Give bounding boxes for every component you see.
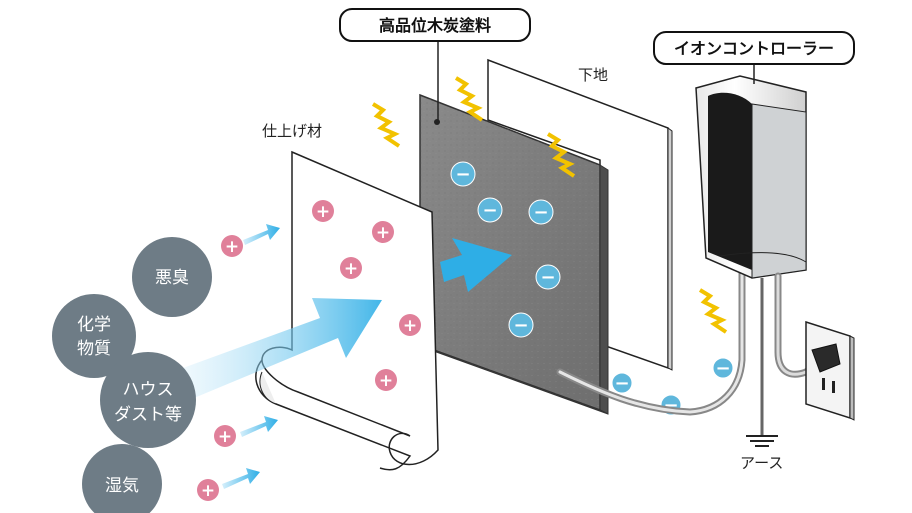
airflow-arrow (150, 238, 512, 408)
ion-controller (695, 75, 807, 279)
odor-label: 悪臭 (155, 268, 189, 288)
ion-cable (556, 268, 746, 416)
pollutant-dust: ハウス ダスト等 (100, 352, 196, 448)
spark-icon (698, 288, 728, 334)
static-sparks (371, 76, 728, 334)
earth-label: アース (740, 454, 783, 472)
pollutant-odor: 悪臭 (132, 237, 212, 317)
dust-label-2: ダスト等 (114, 405, 182, 425)
minus-sign: − (715, 358, 730, 379)
chemical-label-1: 化学 (77, 315, 111, 335)
earth-wire (746, 278, 778, 447)
plus-sign: + (344, 259, 358, 279)
substrate-label: 下地 (578, 66, 608, 84)
spark-icon (454, 76, 484, 122)
minus-sign: − (533, 202, 548, 223)
minus-sign: − (455, 164, 470, 185)
negative-ion (508, 312, 534, 338)
minus-sign: − (540, 267, 555, 288)
chemical-label-2: 物質 (77, 339, 111, 359)
plus-sign: + (316, 202, 330, 222)
pollutant-humidity: 湿気 (82, 444, 162, 513)
coating-label-box: 高品位木炭塗料 (339, 8, 531, 120)
positive-ion (372, 221, 394, 243)
controller-label: イオンコントローラー (674, 39, 834, 58)
plus-sign: + (376, 223, 390, 243)
negative-ion (712, 357, 734, 379)
negative-ion (535, 264, 561, 290)
positive-ions: + + + + + + + + (197, 200, 421, 501)
plus-sign: + (225, 237, 239, 257)
positive-ion (312, 200, 334, 222)
wall-outlet (805, 320, 855, 421)
finish-label: 仕上げ材 (262, 122, 322, 140)
positive-ion (214, 425, 236, 447)
positive-ion (375, 369, 397, 391)
minus-sign: − (614, 373, 629, 394)
small-flow-arrows (222, 224, 280, 489)
coating-label: 高品位木炭塗料 (379, 16, 491, 35)
plus-sign: + (379, 371, 393, 391)
plus-sign: + (403, 316, 417, 336)
spark-icon (371, 102, 401, 148)
negative-ion (528, 199, 554, 225)
negative-ion (477, 197, 503, 223)
negative-ion (450, 161, 476, 187)
positive-ion (221, 235, 243, 257)
negative-ion (611, 372, 633, 394)
plus-sign: + (201, 481, 215, 501)
dust-label-1: ハウス (123, 380, 174, 400)
plus-sign: + (218, 427, 232, 447)
positive-ion (399, 314, 421, 336)
controller-label-box: イオンコントローラー (653, 31, 855, 84)
positive-ion (197, 479, 219, 501)
pollutant-chemical: 化学 物質 (52, 294, 136, 378)
spark-icon (546, 132, 576, 178)
minus-sign: − (482, 200, 497, 221)
positive-ion (340, 257, 362, 279)
humidity-label: 湿気 (105, 476, 139, 496)
minus-sign: − (513, 315, 528, 336)
negative-ions: −−−−−−−− (450, 161, 734, 416)
